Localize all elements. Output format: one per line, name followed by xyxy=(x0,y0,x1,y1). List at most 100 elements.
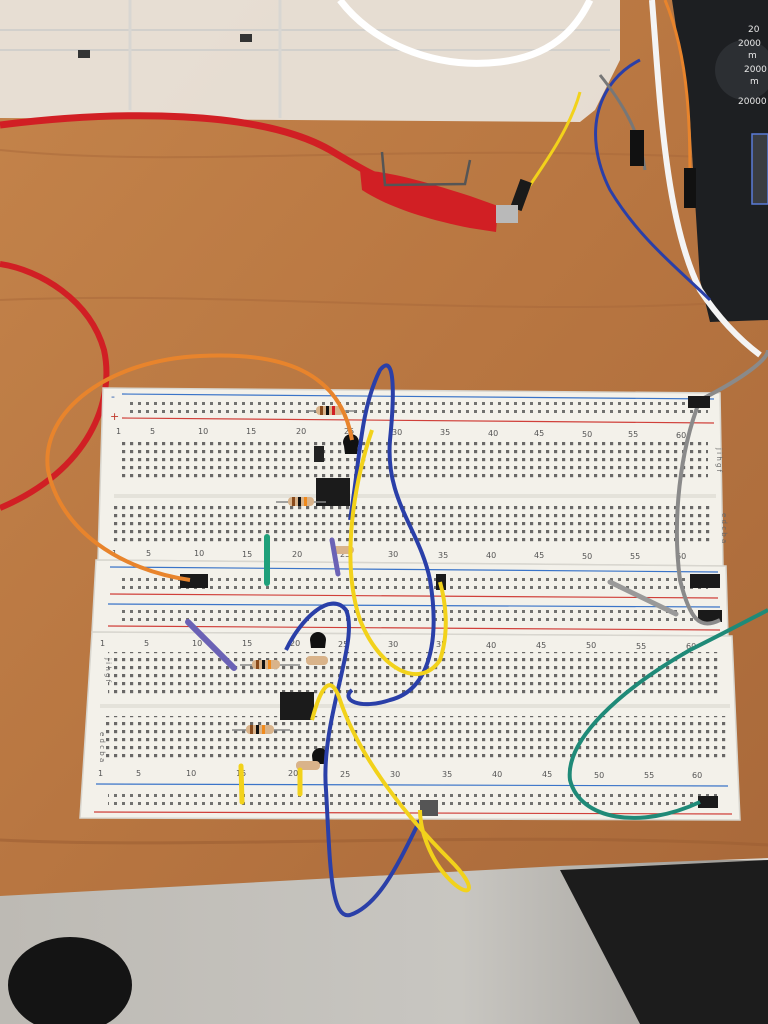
svg-text:40: 40 xyxy=(488,429,498,438)
blue-jumper-wire-bottom xyxy=(284,601,422,918)
white-meter-cable xyxy=(649,0,762,358)
svg-text:20: 20 xyxy=(292,550,302,559)
svg-text:1: 1 xyxy=(116,427,121,436)
svg-text:20: 20 xyxy=(290,639,300,648)
svg-text:30: 30 xyxy=(390,770,400,779)
svg-text:30: 30 xyxy=(388,550,398,559)
resistor-bottom-3 xyxy=(232,725,290,734)
row-letters-top: j i h g f xyxy=(715,447,723,473)
jumper-plug-rail-3 xyxy=(690,574,720,588)
svg-text:25: 25 xyxy=(340,770,350,779)
svg-text:50: 50 xyxy=(582,552,592,561)
jumper-plug xyxy=(630,130,644,166)
svg-text:35: 35 xyxy=(436,640,446,649)
svg-text:10: 10 xyxy=(192,639,202,648)
red-cable-left xyxy=(0,261,110,511)
shoe xyxy=(8,937,132,1024)
svg-text:30: 30 xyxy=(392,428,402,437)
row-letters-bottom: e d c b a xyxy=(720,513,728,543)
white-cable xyxy=(337,0,594,67)
resistor-top-2 xyxy=(276,497,326,506)
svg-text:50: 50 xyxy=(582,430,592,439)
svg-text:55: 55 xyxy=(636,642,646,651)
dark-bag xyxy=(560,860,768,1024)
svg-text:1: 1 xyxy=(98,769,103,778)
jumper-plug-rail-5 xyxy=(420,800,438,816)
svg-text:15: 15 xyxy=(242,639,252,648)
gray-jumper xyxy=(607,579,679,617)
svg-text:35: 35 xyxy=(442,770,452,779)
svg-text:5: 5 xyxy=(150,427,155,436)
svg-text:5: 5 xyxy=(146,549,151,558)
svg-text:60: 60 xyxy=(676,552,686,561)
multimeter: 20 2000 m 2000 m 20000 xyxy=(672,0,768,322)
meter-label-3: m xyxy=(748,51,757,61)
svg-text:60: 60 xyxy=(676,431,686,440)
resistor-bottom-1 xyxy=(240,660,300,669)
svg-text:60: 60 xyxy=(692,771,702,780)
svg-text:25: 25 xyxy=(340,550,350,559)
svg-text:5: 5 xyxy=(144,639,149,648)
svg-text:20: 20 xyxy=(288,769,298,778)
svg-text:15: 15 xyxy=(242,550,252,559)
resistor-bottom-4 xyxy=(296,761,320,770)
svg-text:10: 10 xyxy=(198,427,208,436)
svg-text:35: 35 xyxy=(440,428,450,437)
svg-text:5: 5 xyxy=(136,769,141,778)
jumper-plug-rail-4 xyxy=(698,610,722,622)
transistor-bottom-1 xyxy=(310,632,326,648)
svg-text:55: 55 xyxy=(628,430,638,439)
green-jumper-wire xyxy=(567,608,768,820)
resistor-top-1 xyxy=(306,406,356,415)
svg-text:45: 45 xyxy=(534,551,544,560)
svg-text:45: 45 xyxy=(534,429,544,438)
probe-tip xyxy=(510,178,532,212)
resistor-bottom-2 xyxy=(306,656,328,665)
ic-chip-bottom xyxy=(280,692,314,720)
metal-pin xyxy=(380,151,472,187)
svg-text:10: 10 xyxy=(194,549,204,558)
green-jumper xyxy=(264,534,270,586)
gray-jumper-wire xyxy=(674,349,768,626)
rail-plus-label: + xyxy=(110,410,119,423)
meter-label-1: 20 xyxy=(748,25,760,35)
meter-label-6: 20000 xyxy=(738,97,767,107)
yellow-jumper-wire-top xyxy=(348,429,448,677)
breadboard-top: + - 1 5 10 15 20 25 30 35 40 45 50 55 60… xyxy=(97,387,728,567)
jumper-plug-rail-6 xyxy=(698,796,718,808)
column-numbers-lower: 1 5 10 15 20 25 30 35 40 45 50 55 60 xyxy=(112,549,686,561)
blue-jumper-wire-top xyxy=(346,363,436,707)
svg-text:1: 1 xyxy=(100,639,105,648)
svg-text:45: 45 xyxy=(542,770,552,779)
row-letters-top-2: j i h g f xyxy=(104,657,112,683)
svg-text:50: 50 xyxy=(586,641,596,650)
jumper-plug-2 xyxy=(684,168,696,208)
jumper-plug-rail-1 xyxy=(180,574,208,588)
row-letters-bottom-2: e d c b a xyxy=(98,732,106,762)
breadboard-bottom: 1 5 10 15 20 25 30 35 40 45 50 55 60 j i… xyxy=(79,631,741,821)
column-numbers-upper-2: 1 5 10 15 20 25 30 35 40 45 50 55 60 xyxy=(100,639,696,651)
svg-text:40: 40 xyxy=(486,551,496,560)
rail-minus-label: - xyxy=(111,390,115,403)
meter-label-5: m xyxy=(750,77,759,87)
svg-text:35: 35 xyxy=(438,551,448,560)
yellow-jumper-wire-bottom xyxy=(310,683,471,893)
gray-wire-plug xyxy=(688,396,710,408)
svg-text:55: 55 xyxy=(630,552,640,561)
plastic-storage-box xyxy=(0,0,620,122)
svg-text:15: 15 xyxy=(246,427,256,436)
orange-jumper-wire xyxy=(45,353,354,582)
svg-text:60: 60 xyxy=(686,642,696,651)
svg-text:10: 10 xyxy=(186,769,196,778)
svg-text:55: 55 xyxy=(644,771,654,780)
meter-label-4: 2000 xyxy=(744,65,767,75)
violet-jumper-1 xyxy=(185,619,237,671)
meter-label-2: 2000 xyxy=(738,39,761,49)
svg-text:40: 40 xyxy=(486,641,496,650)
svg-text:25: 25 xyxy=(338,640,348,649)
svg-text:50: 50 xyxy=(594,771,604,780)
transistor-top xyxy=(343,434,359,454)
yellow-jumper-1 xyxy=(238,763,245,805)
svg-text:30: 30 xyxy=(388,640,398,649)
svg-text:40: 40 xyxy=(492,770,502,779)
